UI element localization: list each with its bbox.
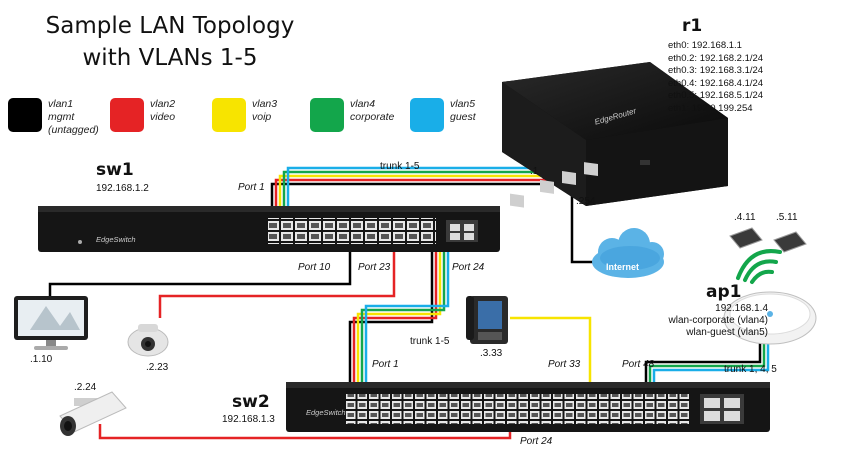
wifi-icon xyxy=(736,249,782,284)
sw1-ip: 192.168.1.2 xyxy=(96,183,149,194)
r1-eth0-4: eth0.4: 192.168.4.1/24 xyxy=(668,77,764,89)
legend-swatch-vlan5 xyxy=(410,98,444,132)
client4-ip-label: .4.11 xyxy=(734,212,756,223)
sw2-ip: 192.168.1.3 xyxy=(222,414,275,425)
legend-swatch-vlan2 xyxy=(110,98,144,132)
phone-cable xyxy=(510,316,592,382)
r1-eth0: eth0: 192.168.1.1 xyxy=(668,40,742,51)
r1-eth1: eth1: 192.0.199.254 xyxy=(668,102,753,114)
dome-camera-icon xyxy=(127,324,169,357)
legend-vlan1-desc2: (untagged) xyxy=(48,124,99,136)
ap1-name: ap1 xyxy=(706,282,742,302)
wireless-client-5-icon xyxy=(773,231,807,253)
r1-eth0-3: eth0.3: 192.168.3.1/24 xyxy=(668,65,764,77)
ap1-wlan-corporate: wlan-corporate (vlan4) xyxy=(668,315,769,326)
r1-eth0-5: eth0.5: 192.168.5.1/24 xyxy=(668,90,764,102)
legend-vlan1-desc: mgmt xyxy=(48,111,75,123)
legend-swatch-vlan4 xyxy=(310,98,344,132)
legend-vlan4-desc: corporate xyxy=(350,111,395,123)
r1-interface-list: eth0: 192.168.1.1 eth0.2: 192.168.2.1/24… xyxy=(668,40,763,116)
sw1-switch xyxy=(38,206,500,252)
sw1-port23-label: Port 23 xyxy=(358,262,391,273)
trunk-top-label: trunk 1-5 xyxy=(380,161,420,172)
camera2-ip-label: .2.24 xyxy=(74,382,97,393)
sw1-port1-label: Port 1 xyxy=(238,182,265,193)
diagram-title: Sample LAN Topology with VLANs 1-5 xyxy=(40,10,300,74)
r1-eth0-2: eth0.2: 192.168.2.1/24 xyxy=(668,52,764,64)
r1-eth0-port-label: .1 xyxy=(530,166,539,177)
r1-name: r1 xyxy=(682,16,703,36)
ap1-wlan-guest: wlan-guest (vlan5) xyxy=(686,327,768,338)
pc-monitor-icon xyxy=(14,296,88,350)
sw1-port24-label: Port 24 xyxy=(452,262,485,273)
sw1-port10-label: Port 10 xyxy=(298,262,331,273)
trunk-sw2-ap1-cable xyxy=(644,340,770,382)
ap1-ip: 192.168.1.4 xyxy=(715,303,768,314)
legend-vlan5-name: vlan5 xyxy=(450,98,476,110)
legend-vlan2-desc: video xyxy=(150,111,176,123)
sw2-port33-label: Port 33 xyxy=(548,359,581,370)
sw1-brand: EdgeSwitch xyxy=(96,235,136,244)
sw2-port48-label: Port 48 xyxy=(622,359,655,370)
sw2-port24-label: Port 24 xyxy=(520,436,553,447)
title-line-1: Sample LAN Topology xyxy=(45,13,295,39)
legend-vlan2-name: vlan2 xyxy=(150,98,176,110)
camera1-ip-label: .2.23 xyxy=(146,362,169,373)
r1-eth1-port-label: .254 xyxy=(576,196,596,207)
pc-cable xyxy=(48,250,352,296)
internet-cloud xyxy=(592,228,664,278)
phone-ip-label: .3.33 xyxy=(480,348,503,359)
legend-vlan3-desc: voip xyxy=(252,111,272,123)
wireless-client-4-icon xyxy=(729,227,763,249)
trunk-sw1-sw2-cable xyxy=(348,250,450,382)
sw2-port1-label: Port 1 xyxy=(372,359,399,370)
client5-ip-label: .5.11 xyxy=(776,212,798,223)
legend-vlan1-name: vlan1 xyxy=(48,98,74,110)
camera1-cable xyxy=(158,250,396,318)
legend-swatch-vlan3 xyxy=(212,98,246,132)
pc-ip-label: .1.10 xyxy=(30,354,53,365)
bullet-camera-icon xyxy=(59,391,127,436)
trunk-ap-label: trunk 1, 4, 5 xyxy=(724,364,777,375)
sw1-name: sw1 xyxy=(96,160,134,180)
legend-vlan3-name: vlan3 xyxy=(252,98,278,110)
sw2-name: sw2 xyxy=(232,392,270,412)
legend-swatch-vlan1 xyxy=(8,98,42,132)
legend-vlan5-desc: guest xyxy=(450,111,476,123)
legend-vlan4-name: vlan4 xyxy=(350,98,376,110)
trunk-mid-label: trunk 1-5 xyxy=(410,336,450,347)
sw2-brand: EdgeSwitch xyxy=(306,408,346,417)
title-line-2: with VLANs 1-5 xyxy=(82,45,258,71)
ap1-details: 192.168.1.4 wlan-corporate (vlan4) wlan-… xyxy=(598,303,769,339)
r1-router xyxy=(502,62,728,208)
internet-label: Internet xyxy=(606,262,640,272)
sw2-switch xyxy=(286,382,770,432)
access-point-icon xyxy=(723,291,817,345)
voip-phone-icon xyxy=(466,296,508,344)
